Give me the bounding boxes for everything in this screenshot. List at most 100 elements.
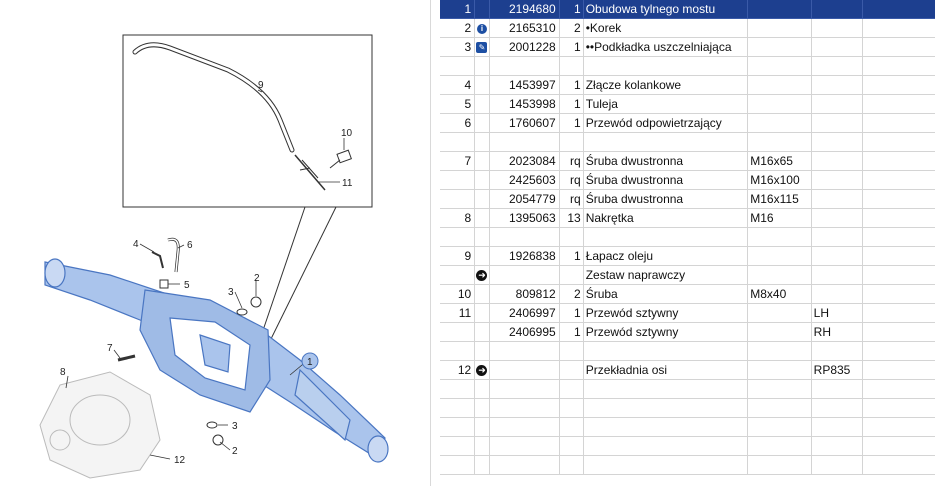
description-cell: Zestaw naprawczy [583,265,749,285]
table-row[interactable] [440,132,935,152]
table-row[interactable] [440,341,935,361]
callout-3: 3 [228,287,234,298]
note-cell [811,94,863,114]
icon-cell: ➜ [474,265,490,285]
part-number-cell [489,436,560,456]
table-row[interactable]: ➜ Zestaw naprawczy [440,265,935,285]
empty-cell [862,455,935,475]
quantity-cell [559,398,584,418]
callout-4: 4 [133,239,139,250]
note-cell [811,265,863,285]
table-row[interactable] [440,398,935,418]
description-cell [583,132,749,152]
quantity-cell: 1 [559,113,584,133]
empty-cell [862,322,935,342]
position-cell: 7 [440,151,476,171]
table-row[interactable] [440,227,935,247]
specification-cell [747,75,812,95]
part-number-cell: 809812 [489,284,560,304]
empty-cell [862,341,935,361]
specification-cell [747,417,812,437]
position-cell [440,170,476,190]
quantity-cell: 1 [559,37,584,57]
callout-8: 8 [60,367,66,378]
part-number-cell: 2194680 [489,0,560,19]
part-number-cell [489,455,560,475]
table-row[interactable] [440,455,935,475]
empty-cell [862,436,935,456]
part-number-cell: 2001228 [489,37,560,57]
table-row[interactable] [440,379,935,399]
part-number-cell: 1760607 [489,113,560,133]
description-cell: Przewód sztywny [583,322,749,342]
description-cell [583,379,749,399]
icon-cell [474,341,490,361]
exploded-diagram[interactable]: 9 10 11 4 6 5 3 2 7 8 1 3 2 12 [0,0,430,486]
specification-cell [747,436,812,456]
panel-splitter[interactable] [430,0,440,486]
note-cell [811,189,863,209]
specification-cell [747,360,812,380]
description-cell [583,436,749,456]
icon-cell [474,436,490,456]
quantity-cell [559,265,584,285]
specification-cell [747,56,812,76]
part-number-cell: 2425603 [489,170,560,190]
part-number-cell [489,132,560,152]
description-cell: Przekładnia osi [583,360,749,380]
part-number-cell [489,56,560,76]
specification-cell [747,398,812,418]
position-cell: 8 [440,208,476,228]
specification-cell [747,265,812,285]
empty-cell [862,189,935,209]
detail-inset-box [122,34,373,208]
axle-diagram-svg: 9 10 11 4 6 5 3 2 7 8 1 3 2 12 [39,34,389,479]
specification-cell [747,0,812,19]
info-icon: i [476,23,487,34]
quantity-cell [559,227,584,247]
table-row[interactable] [440,436,935,456]
quantity-cell: 1 [559,246,584,266]
part-number-cell [489,360,560,380]
callout-11: 11 [342,178,353,189]
empty-cell [862,37,935,57]
description-cell: Tuleja [583,94,749,114]
table-row[interactable] [440,417,935,437]
position-cell [440,398,476,418]
description-cell [583,56,749,76]
icon-cell: i [474,18,490,38]
position-cell: 11 [440,303,476,323]
position-cell: 6 [440,113,476,133]
callout-1[interactable]: 1 [307,357,313,368]
specification-cell [747,132,812,152]
table-row[interactable] [440,56,935,76]
icon-cell: ➜ [474,360,490,380]
description-cell: Obudowa tylnego mostu [583,0,749,19]
quantity-cell: 2 [559,18,584,38]
specification-cell [747,246,812,266]
empty-cell [862,284,935,304]
description-cell: Złącze kolankowe [583,75,749,95]
part-number-cell: 2165310 [489,18,560,38]
part-number-cell [489,379,560,399]
position-cell: 12 [440,360,476,380]
quantity-cell [559,56,584,76]
part-number-cell: 1926838 [489,246,560,266]
specification-cell [747,94,812,114]
note-cell [811,170,863,190]
